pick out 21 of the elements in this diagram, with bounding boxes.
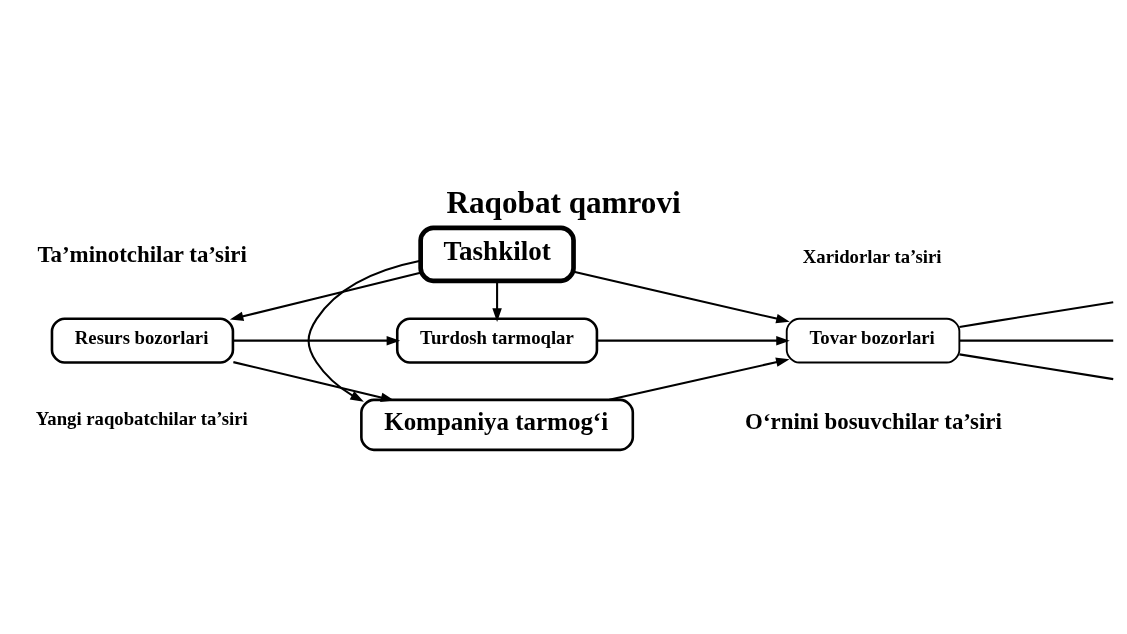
node-box: Resurs bozorlari — [50, 317, 235, 364]
label: Ta’minotchilar ta’siri — [37, 241, 247, 267]
arrow — [597, 335, 790, 345]
node-box: Kompaniya tarmog‘i — [360, 398, 635, 451]
arrow — [229, 271, 421, 321]
arrow — [573, 270, 790, 323]
arrow — [233, 360, 395, 402]
label: Yangi raqobatchilar ta’siri — [35, 407, 248, 429]
connector — [959, 300, 1114, 328]
arrow — [233, 335, 401, 345]
arrow — [307, 259, 421, 402]
connector — [959, 339, 1114, 342]
arrow — [492, 280, 502, 322]
arrow — [609, 357, 790, 401]
diagram-title: Raqobat qamrovi — [446, 184, 681, 220]
node-box: Tashkilot — [418, 224, 576, 283]
label: O‘rnini bosuvchilar ta’siri — [745, 408, 1002, 434]
connector — [959, 352, 1114, 380]
node-box: Tovar bozorlari — [785, 317, 961, 363]
node-box: Turdosh tarmoqlar — [395, 317, 599, 364]
label: Xaridorlar ta’siri — [802, 245, 942, 267]
